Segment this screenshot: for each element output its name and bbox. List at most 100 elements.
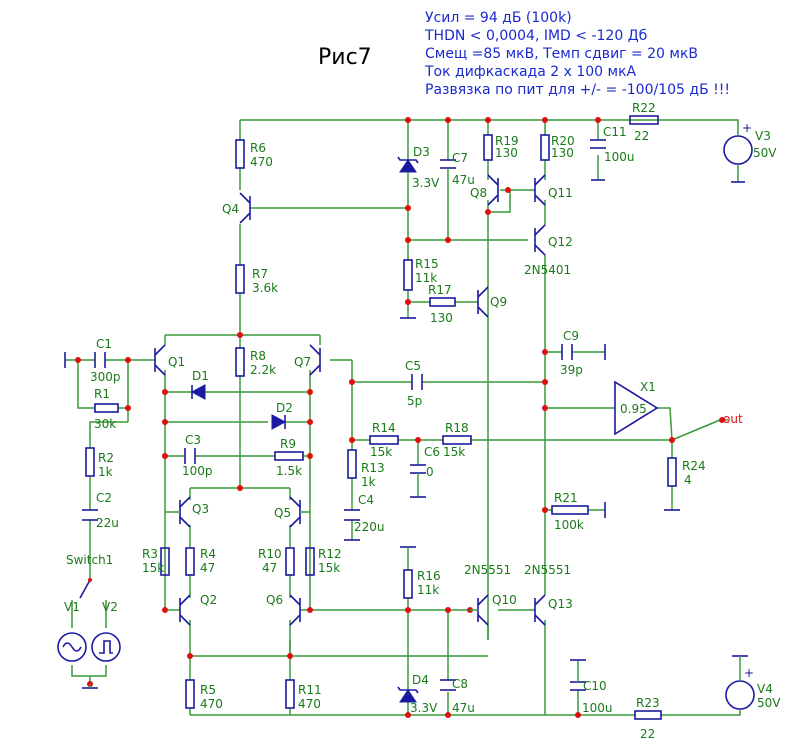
resistor-R23 [634, 710, 662, 720]
svg-text:50V: 50V [753, 146, 777, 160]
svg-text:out: out [723, 412, 743, 426]
source-V3 [723, 135, 753, 165]
svg-text:R13: R13 [361, 461, 385, 475]
spec-line-1: Усил = 94 дБ (100k) [425, 10, 572, 26]
svg-text:130: 130 [495, 146, 518, 160]
resistor-R21 [551, 505, 589, 515]
svg-text:15k: 15k [318, 561, 340, 575]
svg-text:D2: D2 [276, 401, 293, 415]
svg-text:C11: C11 [603, 125, 627, 139]
svg-text:R9: R9 [280, 437, 296, 451]
svg-text:2.2k: 2.2k [250, 363, 276, 377]
spec-line-5: Развязка по пит для +/- = -100/105 дБ !!… [425, 82, 730, 98]
resistor-R17 [429, 297, 456, 307]
svg-text:130: 130 [430, 311, 453, 325]
svg-text:Q8: Q8 [470, 186, 487, 200]
buffer-X1 [614, 380, 659, 436]
resistor-R10 [285, 547, 295, 576]
svg-text:470: 470 [200, 697, 223, 711]
svg-text:R24: R24 [682, 459, 706, 473]
svg-text:3.3V: 3.3V [410, 701, 438, 715]
svg-text:R3: R3 [142, 547, 158, 561]
source-V4 [725, 680, 755, 710]
transistor-Q2 [179, 594, 191, 626]
svg-text:D1: D1 [192, 369, 209, 383]
svg-text:22: 22 [634, 129, 649, 143]
wires [65, 119, 741, 716]
diodes [190, 156, 419, 703]
transistor-Q11 [534, 174, 546, 206]
svg-text:15k: 15k [443, 445, 465, 459]
transistor-Q12 [534, 224, 546, 256]
svg-text:39p: 39p [560, 363, 583, 377]
svg-text:R4: R4 [200, 547, 216, 561]
resistor-R8 [235, 347, 245, 377]
svg-text:Q13: Q13 [548, 597, 573, 611]
svg-text:Q12: Q12 [548, 235, 573, 249]
svg-text:C10: C10 [583, 679, 607, 693]
svg-text:R22: R22 [632, 101, 656, 115]
svg-text:11k: 11k [417, 583, 439, 597]
transistor-Q6 [289, 594, 301, 626]
svg-text:30k: 30k [94, 417, 116, 431]
svg-text:Q10: Q10 [492, 593, 517, 607]
svg-text:R11: R11 [298, 683, 322, 697]
resistor-R4 [185, 547, 195, 576]
resistor-R24 [667, 457, 677, 487]
svg-text:R7: R7 [252, 267, 268, 281]
svg-text:C9: C9 [563, 329, 579, 343]
transistor-Q10 [470, 594, 489, 626]
diode-D1 [190, 384, 206, 400]
svg-text:C5: C5 [405, 359, 421, 373]
svg-text:0.95: 0.95 [620, 402, 647, 416]
svg-text:R17: R17 [428, 283, 452, 297]
svg-text:D4: D4 [412, 673, 429, 687]
svg-text:R8: R8 [250, 349, 266, 363]
svg-text:R19: R19 [495, 134, 519, 148]
svg-text:100u: 100u [604, 150, 635, 164]
svg-text:Q5: Q5 [274, 506, 291, 520]
svg-text:1k: 1k [361, 475, 376, 489]
svg-text:R15: R15 [415, 257, 439, 271]
resistor-R6 [235, 139, 245, 169]
svg-text:C8: C8 [452, 677, 468, 691]
svg-text:11k: 11k [415, 271, 437, 285]
resistor-R15 [403, 259, 413, 291]
svg-text:R1: R1 [94, 387, 110, 401]
svg-text:220u: 220u [354, 520, 385, 534]
resistor-R16 [403, 569, 413, 599]
svg-text:Q7: Q7 [294, 355, 311, 369]
svg-text:V3: V3 [755, 129, 771, 143]
svg-text:R18: R18 [445, 421, 469, 435]
svg-text:R12: R12 [318, 547, 342, 561]
svg-text:C7: C7 [452, 151, 468, 165]
svg-text:100p: 100p [182, 464, 213, 478]
svg-text:V2: V2 [102, 600, 118, 614]
svg-text:R5: R5 [200, 683, 216, 697]
svg-text:R14: R14 [372, 421, 396, 435]
svg-text:3.6k: 3.6k [252, 281, 278, 295]
junction-nodes [75, 117, 675, 718]
svg-text:0: 0 [426, 465, 434, 479]
resistor-R22 [629, 115, 659, 125]
svg-text:+: + [744, 666, 754, 680]
transistor-Q3 [165, 496, 191, 528]
svg-text:15k: 15k [142, 561, 164, 575]
svg-text:Q4: Q4 [222, 202, 239, 216]
svg-text:+: + [742, 121, 752, 135]
source-V1 [57, 632, 87, 662]
svg-text:1.5k: 1.5k [276, 464, 302, 478]
svg-text:Q11: Q11 [548, 186, 573, 200]
resistors [85, 115, 677, 720]
spec-line-3: Смещ =85 мкВ, Темп сдвиг = 20 мкВ [425, 46, 698, 62]
svg-text:C2: C2 [96, 491, 112, 505]
svg-text:470: 470 [250, 155, 273, 169]
svg-text:Q1: Q1 [168, 355, 185, 369]
figure-title: Рис7 [318, 45, 372, 70]
transistor-Q7 [309, 344, 321, 376]
resistor-R3 [160, 547, 170, 576]
spec-line-4: Ток дифкаскада 2 х 100 мкА [424, 64, 637, 80]
transistors [154, 174, 546, 626]
